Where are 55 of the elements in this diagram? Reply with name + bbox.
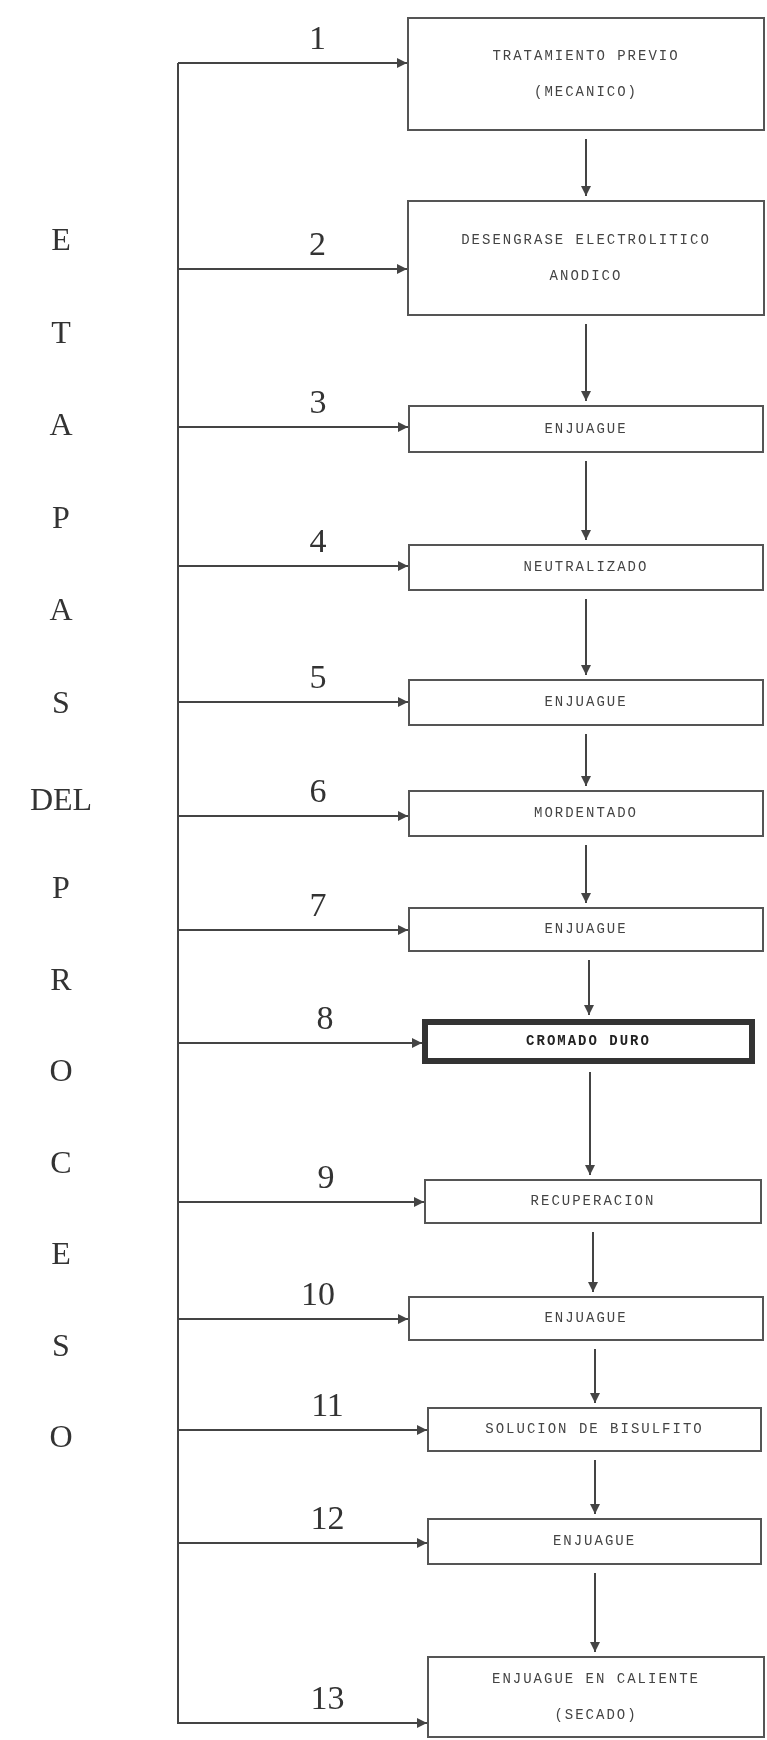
arrow: [177, 58, 408, 68]
step-text: MORDENTADO: [534, 804, 638, 824]
process-box: [408, 679, 764, 726]
process-box: [427, 1656, 765, 1738]
step-number: 5: [309, 660, 327, 694]
step-text: ENJUAGUE: [544, 1309, 628, 1329]
arrow: [590, 1459, 600, 1515]
arrow: [581, 138, 591, 197]
step-number: 4: [309, 524, 327, 558]
process-box: [407, 200, 765, 316]
step-text: ENJUAGUE: [544, 920, 628, 940]
step-text: ENJUAGUE: [544, 693, 628, 713]
arrow: [581, 460, 591, 541]
arrow: [581, 598, 591, 676]
step-text: NEUTRALIZADO: [523, 558, 649, 578]
step-number: 3: [309, 385, 327, 419]
process-box: [408, 405, 764, 453]
arrow: [590, 1572, 600, 1653]
step-text: TRATAMIENTO PREVIO (MECANICO): [491, 46, 681, 102]
arrow: [584, 959, 594, 1016]
step-number: 10: [301, 1277, 335, 1311]
step-text: RECUPERACION: [530, 1192, 656, 1212]
step-text: DESENGRASE ELECTROLITICO ANODICO: [460, 230, 712, 286]
step-number: 7: [309, 888, 327, 922]
step-number: 1: [309, 21, 326, 55]
step-number: 9: [317, 1160, 335, 1194]
arrow: [581, 323, 591, 402]
arrow: [581, 733, 591, 787]
vertical-heading: PROCESO: [48, 868, 74, 1456]
process-box: [424, 1179, 762, 1224]
step-text: CROMADO DURO: [526, 1032, 651, 1052]
step-number: 11: [311, 1388, 344, 1422]
step-text: ENJUAGUE: [544, 419, 628, 439]
step-text: ENJUAGUE EN CALIENTE (SECADO): [491, 1669, 701, 1725]
step-number: 13: [310, 1681, 345, 1715]
process-box: [422, 1019, 755, 1064]
arrow: [590, 1348, 600, 1404]
arrow: [588, 1231, 598, 1293]
process-box: [408, 790, 764, 837]
step-text: ENJUAGUE: [552, 1532, 637, 1552]
process-box: [408, 544, 764, 591]
arrow: [585, 1071, 595, 1176]
process-box: [408, 1296, 764, 1341]
arrow: [581, 844, 591, 904]
process-box: [408, 907, 764, 952]
process-box: [427, 1407, 762, 1452]
process-box: [407, 17, 765, 131]
step-number: 2: [309, 227, 326, 261]
step-text: SOLUCION DE BISULFITO: [485, 1420, 704, 1440]
process-box: [427, 1518, 762, 1565]
step-number: 6: [309, 774, 327, 808]
vertical-heading: ETAPAS: [48, 220, 74, 722]
step-number: 8: [316, 1001, 334, 1035]
step-number: 12: [310, 1501, 345, 1535]
vertical-heading: DEL: [28, 780, 94, 819]
